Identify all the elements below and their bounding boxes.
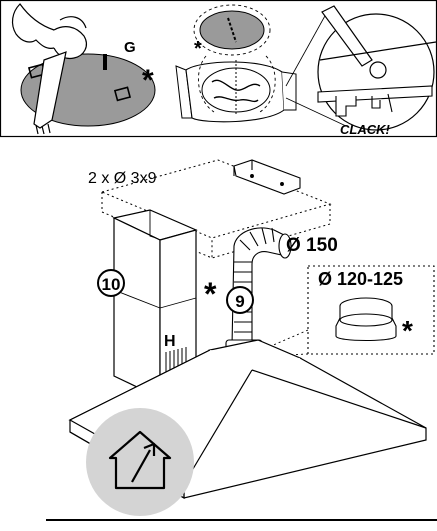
mounting-bracket xyxy=(233,159,301,195)
zoom-callout xyxy=(285,5,437,131)
screws-label: 2 x Ø 3x9 xyxy=(88,170,157,187)
motor-housing xyxy=(175,4,297,123)
part-10-number: 10 xyxy=(102,275,121,294)
adapter-callout xyxy=(261,265,435,357)
house-exhaust-icon xyxy=(86,408,194,516)
label-h: H xyxy=(164,333,176,350)
star-top-left: * xyxy=(142,64,154,97)
star-middle: * xyxy=(204,276,217,312)
reduction-collar xyxy=(335,297,397,341)
label-g: G xyxy=(124,39,136,56)
adapter-diameter-label: Ø 120-125 xyxy=(318,269,403,289)
hand-pulling-tab xyxy=(11,3,87,135)
part-10-badge: 10 xyxy=(97,269,125,297)
star-top-mid: * xyxy=(194,38,202,60)
top-panel: G * * CLA xyxy=(0,0,437,138)
duct-diameter-label: Ø 150 xyxy=(286,235,338,256)
part-9-badge: 9 xyxy=(226,286,254,314)
star-adapter: * xyxy=(402,315,413,346)
part-9-number: 9 xyxy=(235,292,244,311)
main-assembly: 2 x Ø 3x9 xyxy=(68,159,435,500)
clack-label: CLACK! xyxy=(340,122,390,137)
chimney-cover xyxy=(112,209,198,399)
